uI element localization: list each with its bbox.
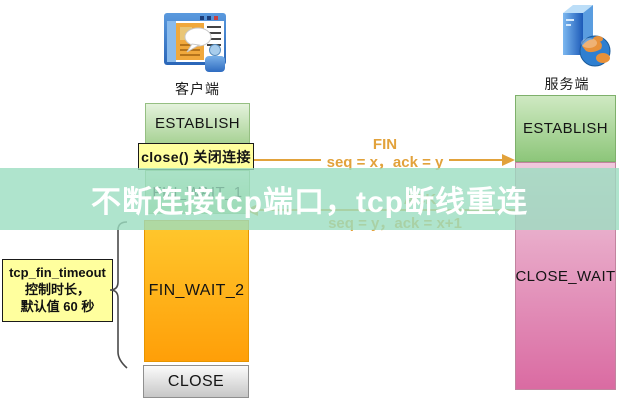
note-line-2: 控制时长， bbox=[24, 282, 90, 298]
server-tower-icon bbox=[563, 5, 611, 67]
fin-message-detail: seq = x，ack = y bbox=[254, 151, 516, 172]
tcp-fin-timeout-note: tcp_fin_timeout 控制时长， 默认值 60 秒 bbox=[2, 259, 113, 322]
fin-message-name: FIN bbox=[372, 136, 398, 153]
state-fin-wait-2: FIN_WAIT_2 bbox=[144, 220, 249, 362]
server-label: 服务端 bbox=[544, 76, 590, 92]
state-client-establish: ESTABLISH bbox=[145, 103, 250, 144]
close-action-callout: close() 关闭连接 bbox=[138, 143, 254, 170]
note-line-1: tcp_fin_timeout bbox=[9, 265, 106, 281]
state-close: CLOSE bbox=[143, 365, 249, 398]
title-banner-overlay: 不断连接tcp端口，tcp断线重连 bbox=[0, 168, 619, 230]
state-server-establish: ESTABLISH bbox=[515, 95, 616, 162]
client-browser-icon bbox=[164, 13, 226, 72]
note-line-3: 默认值 60 秒 bbox=[20, 298, 95, 314]
banner-title: 不断连接tcp端口，tcp断线重连 bbox=[91, 186, 528, 219]
client-label: 客户端 bbox=[175, 81, 220, 97]
duration-brace-icon bbox=[109, 221, 128, 369]
fin-arrowhead-icon bbox=[502, 154, 515, 166]
